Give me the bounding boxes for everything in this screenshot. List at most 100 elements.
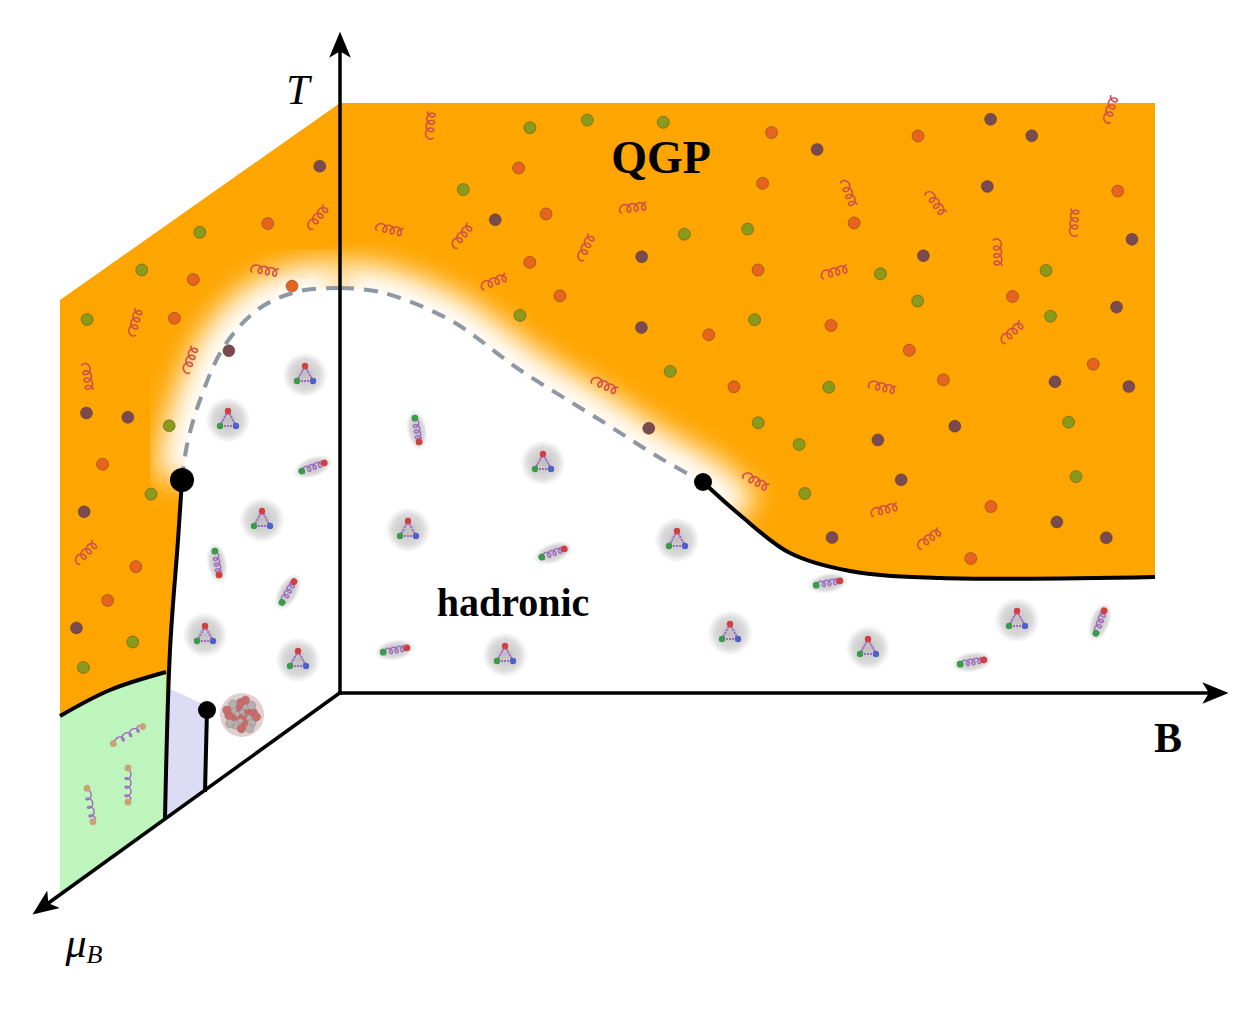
quark-dot [727, 621, 733, 627]
baryon [846, 626, 890, 670]
quark-dot [981, 181, 993, 193]
quark-dot [635, 322, 647, 334]
nucleon [252, 713, 260, 721]
gluon-spring [924, 190, 947, 217]
meson-cloud [951, 649, 994, 676]
gluon-spring [480, 273, 508, 290]
baryon [521, 441, 565, 485]
quark-dot [187, 273, 199, 285]
quark-dot [949, 420, 961, 432]
quark-dot [513, 162, 525, 174]
gluon-spring [450, 223, 473, 249]
drawing-part [212, 551, 222, 573]
quark-dot [259, 508, 265, 514]
quark-dot [848, 217, 860, 229]
quark-dot [742, 223, 754, 235]
gluon-spring [81, 363, 93, 391]
nucleon [246, 724, 254, 732]
gluon-spring [916, 527, 943, 550]
quark-dot [415, 438, 423, 446]
quark-dot [657, 116, 669, 128]
gluon-spring [916, 527, 943, 550]
quark-dot [937, 374, 949, 386]
meson-cloud [1084, 600, 1116, 644]
critical-point [694, 473, 712, 491]
quark-dot [397, 533, 403, 539]
gluon-spring [870, 502, 899, 516]
quark-dot [985, 501, 997, 513]
baryon-cloud [183, 613, 227, 657]
axis-label: T [286, 69, 309, 111]
quark-dot [674, 528, 680, 534]
quark-dot [102, 594, 114, 606]
axis-line [36, 692, 341, 912]
quark-dot [211, 547, 219, 555]
gluon-spring [742, 471, 770, 492]
gluon-string [212, 551, 222, 573]
drawing-part [383, 645, 405, 655]
quark-dot [540, 208, 552, 220]
quark-dot [524, 256, 536, 268]
baryon-cloud [521, 441, 565, 485]
quark-dot [109, 739, 118, 748]
quark-dot [903, 344, 915, 356]
quark-dot [857, 651, 863, 657]
quark-dot [980, 656, 988, 664]
quark-dot [1014, 608, 1020, 614]
gluon-spring [840, 179, 857, 207]
gluon-spring [820, 264, 849, 279]
gluon-spring [306, 204, 330, 230]
gluon-spring [81, 363, 93, 391]
meson [83, 784, 97, 825]
gluon-string [383, 645, 405, 655]
critical-point [170, 468, 194, 492]
meson [291, 451, 335, 483]
gluon-spring [306, 204, 330, 230]
qgp-region [60, 103, 340, 895]
quark-dot [194, 226, 206, 238]
crossover-line [182, 288, 340, 480]
quark-dot [985, 113, 997, 125]
quark-dot [537, 553, 546, 562]
gluon-string [113, 725, 142, 745]
drawing-part [412, 418, 422, 440]
gluon-spring [868, 380, 897, 394]
quark-dot [262, 218, 274, 230]
gluon-spring [868, 380, 897, 394]
gluon-spring [993, 239, 1002, 267]
gluon-spring [425, 111, 435, 139]
quark-dot [320, 459, 329, 468]
drawing-part [816, 578, 838, 588]
quark-dot [194, 638, 200, 644]
quark-dot [1049, 376, 1061, 388]
drawing-part [960, 657, 982, 667]
transition-line [205, 710, 207, 792]
quark-dot [77, 662, 89, 674]
gluon-spring [576, 233, 595, 261]
quark-dot [554, 290, 566, 302]
quark-dot [560, 545, 569, 554]
quark-dot [138, 722, 147, 731]
gluon-spring [999, 320, 1025, 344]
gluon-spring [870, 502, 899, 516]
gluon-spring [73, 540, 98, 565]
quark-dot [728, 381, 740, 393]
quark-dot [125, 765, 132, 772]
baryon-cloud [386, 508, 430, 552]
gluon-string [84, 789, 95, 820]
quark-dot [130, 561, 142, 573]
baryon [655, 518, 699, 562]
nucleon [226, 719, 234, 727]
quark-dot [287, 663, 293, 669]
nucleon [223, 706, 231, 714]
quark-dot [666, 543, 672, 549]
drawing-part [84, 789, 95, 820]
quark-dot [799, 488, 811, 500]
quark-dot [1007, 291, 1019, 303]
baryon [708, 611, 752, 655]
quark-dot [1051, 516, 1063, 528]
gluon-spring [182, 346, 199, 375]
quark-dot [1111, 301, 1123, 313]
gluon-spring [993, 239, 1002, 267]
quark-dot [524, 122, 536, 134]
